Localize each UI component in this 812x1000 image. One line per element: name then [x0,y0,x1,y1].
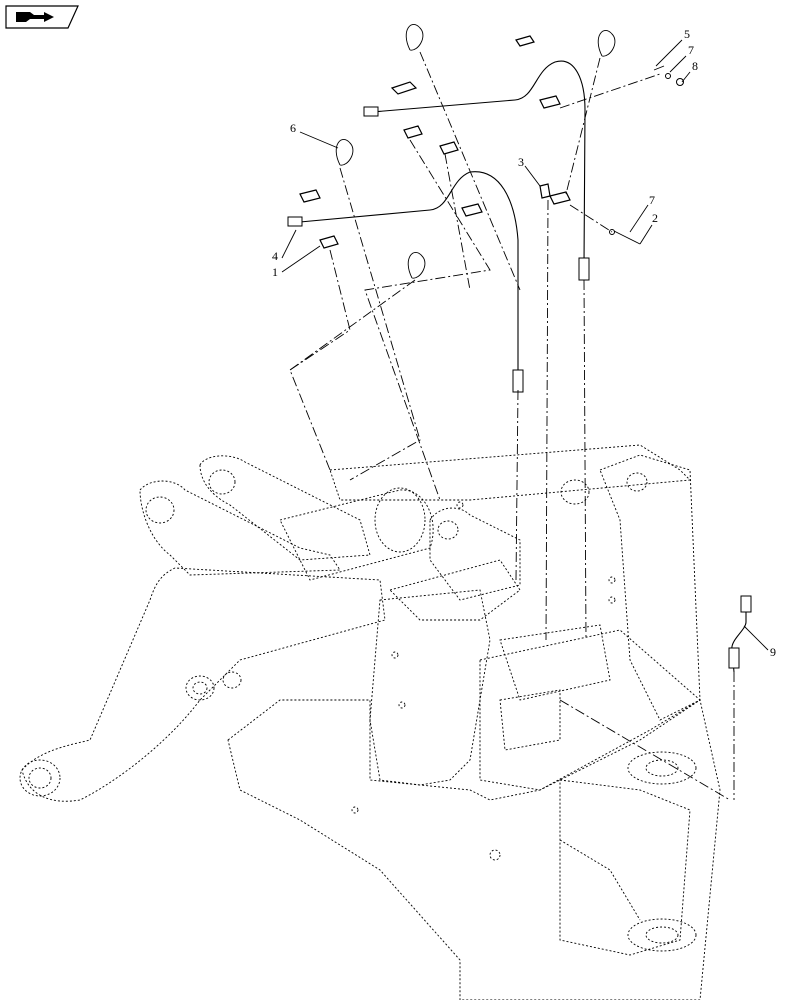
callout-labels: 5 7 8 6 3 7 2 4 1 9 [272,27,776,659]
assembly-guide-lines [289,51,735,801]
callout-5: 5 [684,27,690,41]
callout-8: 8 [692,59,698,73]
return-arrow-icon[interactable] [5,5,79,29]
callout-1: 1 [272,265,278,279]
tie-straps[interactable] [335,23,616,279]
clamp-halves[interactable] [299,35,571,249]
bolts-washers[interactable] [609,65,684,245]
callout-7-top: 7 [688,43,694,57]
callout-7-mid: 7 [649,193,655,207]
callout-6: 6 [290,121,296,135]
hose-rear-short[interactable] [728,595,752,673]
hose-assembly-lower[interactable] [287,171,524,393]
callout-leaders [281,39,769,651]
callout-2: 2 [652,211,658,225]
loader-frame [19,444,721,1000]
callout-4: 4 [272,249,278,263]
callout-3: 3 [518,155,524,169]
callout-9: 9 [770,645,776,659]
